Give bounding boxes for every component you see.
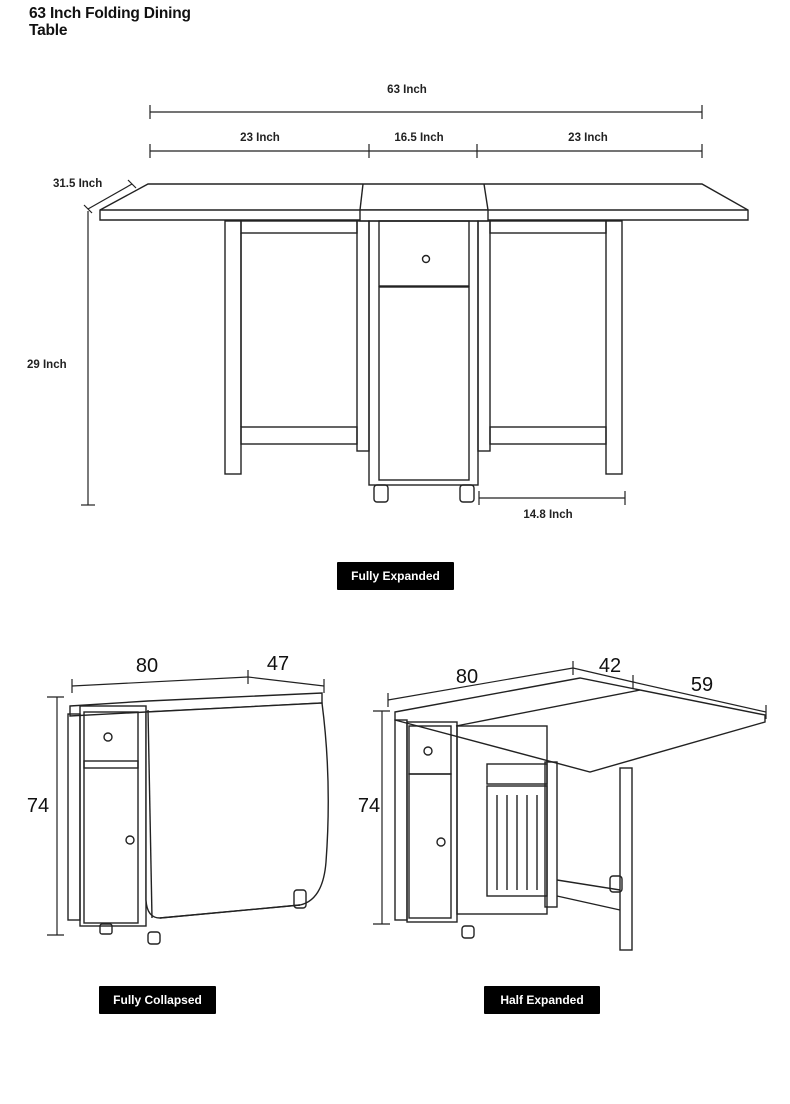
dim-left-leaf: 23 Inch: [240, 132, 280, 144]
dim-total-width: 63 Inch: [387, 84, 427, 96]
expanded-table-drawing: [99, 183, 749, 503]
dim-base-width: 14.8 Inch: [523, 509, 572, 521]
expanded-dimension-lines: [81, 105, 703, 506]
collapsed-dimension-lines: [47, 670, 325, 936]
collapsed-depth: 47: [267, 653, 289, 675]
half-width: 80: [456, 666, 478, 688]
half-height: 74: [358, 795, 380, 817]
dim-right-leaf: 23 Inch: [568, 132, 608, 144]
half-expanded-label: Half Expanded: [484, 986, 600, 1014]
half-depth: 42: [599, 655, 621, 677]
page-title: 63 Inch Folding Dining Table: [29, 5, 191, 39]
dim-center: 16.5 Inch: [394, 132, 443, 144]
fully-collapsed-label: Fully Collapsed: [99, 986, 216, 1014]
half-table-drawing: [394, 677, 766, 951]
collapsed-height: 74: [27, 795, 49, 817]
half-leaf: 59: [691, 674, 713, 696]
dim-height: 29 Inch: [27, 359, 67, 371]
dim-depth: 31.5 Inch: [53, 178, 102, 190]
fully-expanded-label: Fully Expanded: [337, 562, 454, 590]
collapsed-width: 80: [136, 655, 158, 677]
collapsed-table-drawing: [67, 692, 329, 945]
half-dimension-lines: [373, 661, 767, 925]
